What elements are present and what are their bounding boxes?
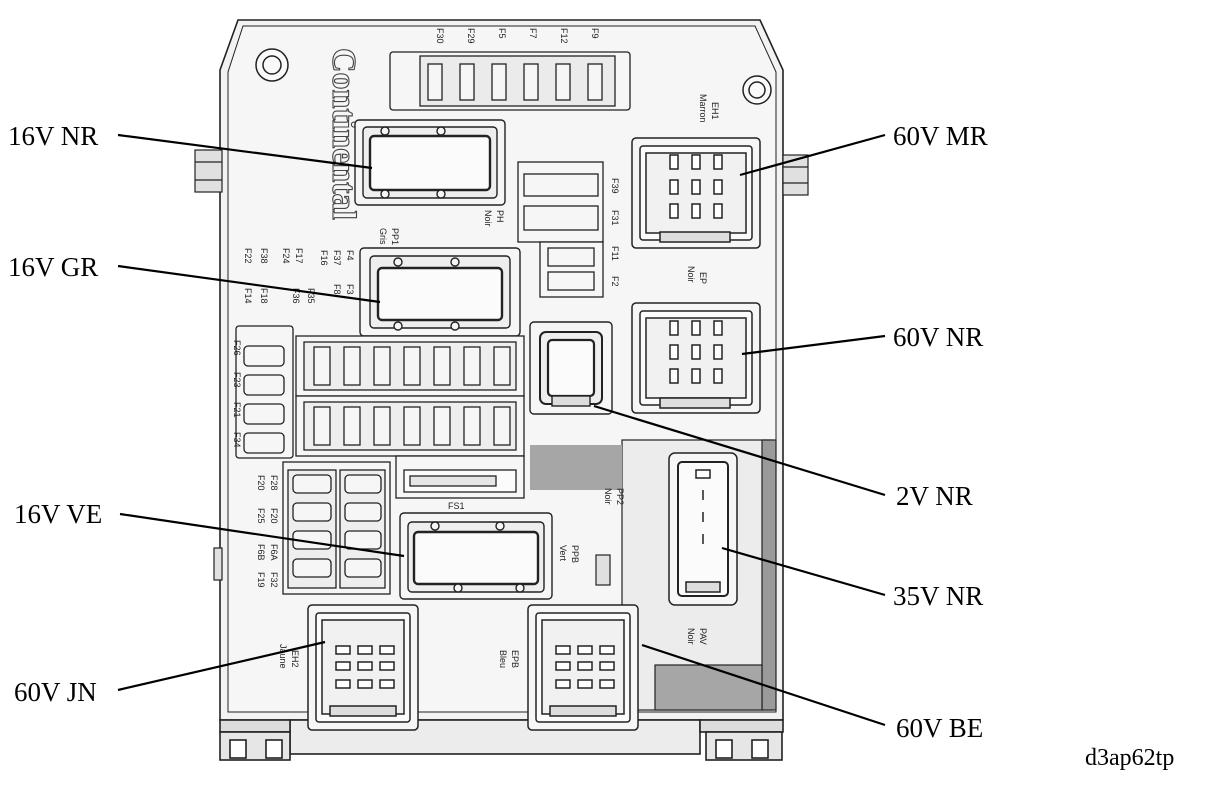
relay-pp2 [529,321,613,415]
callout-35v-nr: 35V NR [893,581,983,611]
pav-label: PAV [698,628,708,645]
fuse-label: F17 [294,248,304,264]
callout-2v-nr: 2V NR [896,481,973,511]
leader-line-60v-jn [117,640,326,692]
fuse-label: F3 [345,284,355,295]
leader-line-2v-nr [593,404,886,497]
fuse-label: F39 [610,178,620,194]
callout-16v-nr: 16V NR [8,121,98,151]
ep-label: EP [698,272,708,284]
eh1-color-label: Marron [698,94,708,123]
pp2-label: PP2 [615,488,625,505]
fuse-label: F36 [291,288,301,304]
mid-fuse-labels: F39 F31 F11 F2 [610,178,620,287]
fuse-label: F22 [243,248,253,264]
connector-pav [668,452,738,606]
fuse-label: F34 [232,432,242,448]
fuse-label: F20 [256,475,266,491]
fuse-label: F5 [497,28,507,39]
leader-line-60v-be [641,643,886,727]
callout-labels: 16V NR 16V GR 16V VE 60V JN 60V MR 60V N… [8,121,988,743]
fuse-label: F38 [259,248,269,264]
lower-fuse-block [282,461,391,595]
fuse-label: F2 [610,276,620,287]
ep-color-label: Noir [686,266,696,283]
fuse-label: F28 [269,475,279,491]
eh2-color-label: Jaune [278,644,288,669]
connector-epb [527,604,639,731]
fuse-label: F19 [256,572,266,588]
leader-line-35v-nr [721,546,886,597]
fs1-shunt [395,455,525,499]
callout-16v-ve: 16V VE [14,499,102,529]
fuse-label: F20 [269,508,279,524]
connector-eh2 [307,604,419,731]
fuse-label: F16 [319,250,329,266]
ppb-color-label: Vert [558,545,568,562]
callout-16v-gr: 16V GR [8,252,98,282]
connector-eh1 [631,137,761,249]
fuse-label: F29 [466,28,476,44]
fuse-label: F12 [559,28,569,44]
connector-ep [631,302,761,414]
side-fuse-column [235,325,294,459]
fuse-label: F25 [256,508,266,524]
fuse-label: F14 [243,288,253,304]
fuse-label: F11 [610,246,620,261]
figure-reference: d3ap62tp [1085,745,1174,771]
top-fuse-labels: F30 F29 F5 F7 F12 F9 [435,28,600,44]
relay-ph [354,119,506,206]
top-fuse-strip [389,51,631,111]
fuse-label: F35 [306,288,316,304]
fuse-label: F8 [332,284,342,295]
epb-label: EPB [510,650,520,668]
relay-pp1 [359,247,521,337]
leader-line-16v-gr [117,264,381,304]
fuse-label: F31 [610,210,620,226]
epb-color-label: Bleu [498,650,508,668]
callout-60v-nr: 60V NR [893,322,983,352]
fuse-label: F9 [590,28,600,39]
fuse-label: F23 [232,372,242,388]
ph-label: PH [495,210,505,223]
relay-ppb [399,512,553,600]
leader-line-60v-mr [739,133,886,177]
eh2-label: EH2 [290,650,300,668]
lower-fuse-labels: F28 F20 F6A F32 F20 F25 F6B F19 [256,475,279,588]
fs1-label: FS1 [448,501,465,511]
fuse-label: F26 [232,340,242,356]
fuse-label: F4 [345,250,355,261]
fuse-label: F30 [435,28,445,44]
fuse-label: F32 [269,572,279,588]
mid-fuse-block [517,161,604,298]
leader-line-16v-nr [117,133,373,170]
pp2-color-label: Noir [603,488,613,505]
mounting-holes [255,48,772,105]
ppb-label: PPB [570,545,580,563]
callout-60v-be: 60V BE [896,713,983,743]
fuse-label: F37 [332,250,342,266]
fuse-label: F21 [232,402,242,418]
pp1-color-label: Gris [378,228,388,245]
leader-lines [117,133,886,727]
fuse-label: F7 [528,28,538,39]
fuse-label: F6A [269,544,279,561]
pav-color-label: Noir [686,628,696,645]
ph-color-label: Noir [483,210,493,227]
left-fuse-labels: F4 F37 F16 F17 F24 F38 F22 F3 F8 F35 F36… [243,248,355,304]
fuse-label: F18 [259,288,269,304]
leader-line-16v-ve [119,512,405,558]
pp1-label: PP1 [390,228,400,245]
side-fuse-labels: F26 F23 F21 F34 [232,340,242,448]
fuse-label: F6B [256,544,266,561]
callout-60v-jn: 60V JN [14,677,97,707]
fuse-label: F24 [281,248,291,264]
eh1-label: EH1 [710,102,720,120]
callout-60v-mr: 60V MR [893,121,988,151]
main-fuse-rows [295,335,525,457]
leader-line-60v-nr [741,334,886,356]
